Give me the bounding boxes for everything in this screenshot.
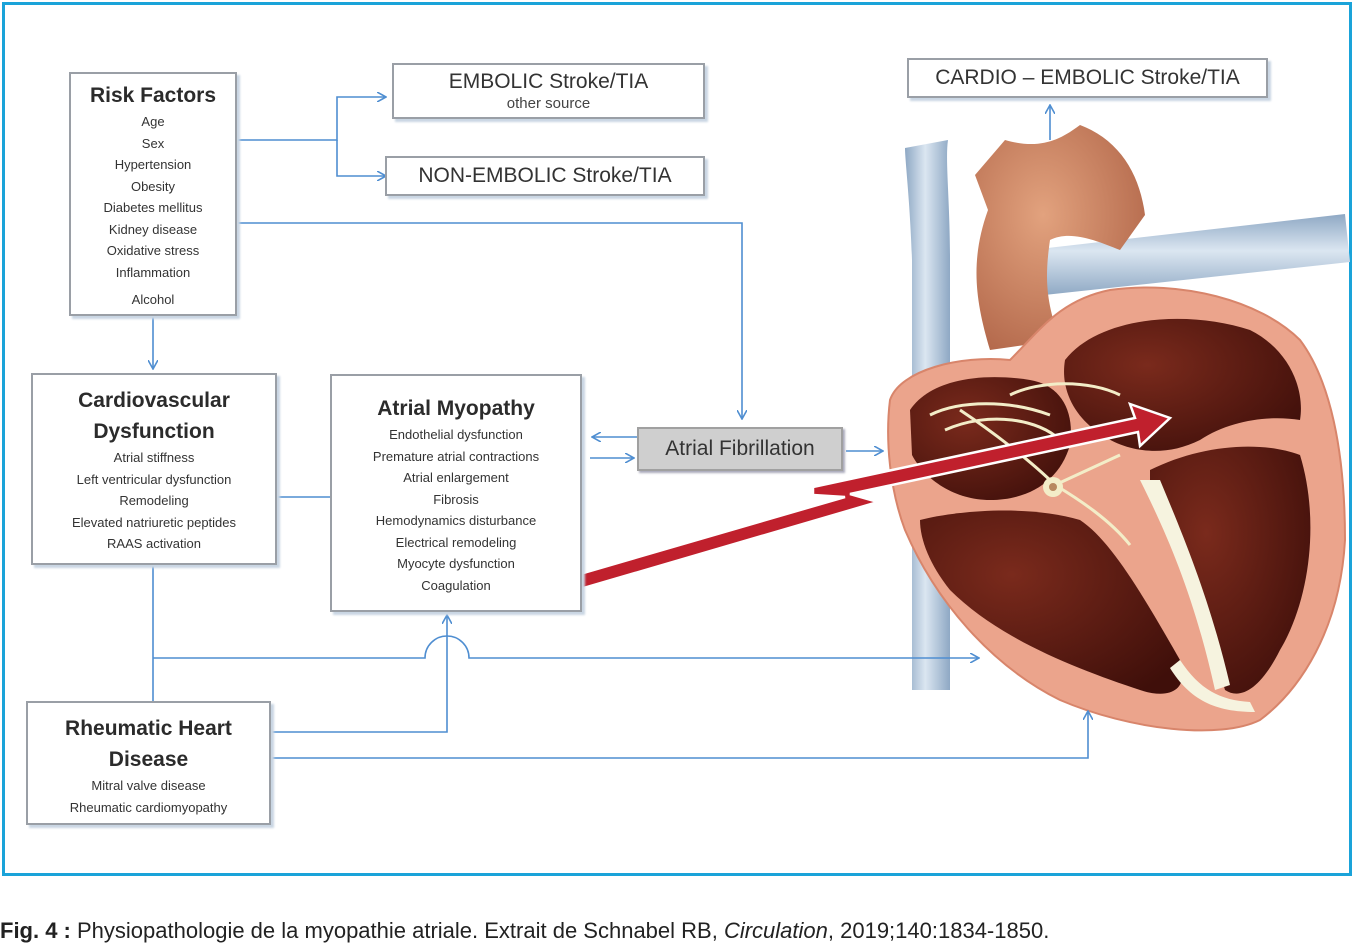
embolic-stroke-box: EMBOLIC Stroke/TIA other source (392, 63, 705, 119)
atrial-myopathy-box: Atrial Myopathy Endothelial dysfunction … (330, 374, 582, 612)
left-ventricle (1150, 446, 1311, 694)
rf-to-embolic (237, 97, 385, 141)
risk-factor-item: Oxidative stress (106, 243, 200, 258)
atrial-myopathy-item: Hemodynamics disturbance (375, 513, 537, 528)
risk-factors-title: Risk Factors (89, 84, 217, 107)
rf-to-af (237, 222, 742, 418)
risk-factor-item: Diabetes mellitus (103, 200, 203, 215)
risk-factor-item: Obesity (130, 178, 176, 194)
atrial-myopathy-item: Coagulation (421, 577, 491, 593)
rhd-to-heart (271, 712, 1088, 759)
cardio-embolic-stroke-box: CARDIO – EMBOLIC Stroke/TIA (907, 58, 1268, 98)
pulmonary-artery (1030, 214, 1350, 296)
risk-factor-item: Sex (141, 135, 165, 151)
rheumatic-title-line1: Rheumatic Heart (65, 717, 232, 740)
atrial-myopathy-item: Myocyte dysfunction (397, 556, 515, 571)
cardiovascular-item: Left ventricular dysfunction (76, 471, 232, 487)
non-embolic-stroke-title: NON-EMBOLIC Stroke/TIA (418, 164, 672, 187)
cardiovascular-item: RAAS activation (107, 536, 201, 551)
cardiovascular-item: Elevated natriuretic peptides (71, 514, 237, 530)
risk-factors-box: Risk Factors Age Sex Hypertension Obesit… (69, 72, 237, 316)
atrial-myopathy-item: Premature atrial contractions (372, 448, 540, 464)
cardio-embolic-stroke-title: CARDIO – EMBOLIC Stroke/TIA (935, 66, 1240, 89)
caption-label: Fig. 4 : (0, 918, 71, 943)
risk-factor-item: Hypertension (114, 157, 192, 172)
atrial-myopathy-item: Electrical remodeling (395, 534, 517, 550)
right-ventricle (920, 510, 1183, 694)
risk-factor-item: Kidney disease (108, 221, 198, 237)
risk-factor-item: Inflammation (115, 264, 191, 280)
rhd-to-am (271, 616, 447, 733)
atrial-fibrillation-label: Atrial Fibrillation (665, 437, 815, 460)
embolic-stroke-sub: other source (506, 95, 591, 112)
caption-text-after: , 2019;140:1834-1850. (827, 918, 1050, 943)
embolic-stroke-title: EMBOLIC Stroke/TIA (448, 70, 649, 93)
risk-factor-item: Age (141, 114, 165, 129)
atrial-myopathy-item: Atrial enlargement (403, 470, 509, 485)
non-embolic-stroke-box: NON-EMBOLIC Stroke/TIA (385, 156, 705, 196)
rheumatic-title-line2: Disease (108, 748, 189, 771)
rheumatic-heart-disease-box: Rheumatic Heart Disease Mitral valve dis… (26, 701, 271, 825)
rf-to-nonembolic (336, 140, 385, 176)
apex-strip (1170, 660, 1255, 712)
atrial-fibrillation-box: Atrial Fibrillation (637, 427, 843, 471)
caption-journal: Circulation (723, 918, 828, 943)
rheumatic-item: Mitral valve disease (91, 778, 206, 793)
red-signal-arrow (564, 401, 1173, 594)
aorta (975, 125, 1145, 350)
atrial-myopathy-title: Atrial Myopathy (377, 397, 535, 420)
atrial-myopathy-item: Fibrosis (433, 491, 479, 507)
cardiovascular-title-line1: Cardiovascular (78, 389, 230, 412)
cv-to-heart (153, 635, 978, 658)
rheumatic-item: Rheumatic cardiomyopathy (69, 799, 228, 815)
figure-caption: Fig. 4 : Physiopathologie de la myopathi… (0, 918, 1359, 944)
atrial-myopathy-item: Endothelial dysfunction (389, 427, 523, 442)
atrium-chamber (1064, 318, 1301, 451)
cardiovascular-item: Remodeling (119, 493, 189, 508)
septum (1140, 480, 1230, 690)
connectors (153, 97, 1088, 759)
cardiovascular-item: Atrial stiffness (113, 450, 195, 465)
risk-factor-item: Alcohol (131, 292, 175, 307)
cardiovascular-dysfunction-box: Cardiovascular Dysfunction Atrial stiffn… (31, 373, 277, 565)
cardiovascular-title-line2: Dysfunction (93, 420, 215, 443)
caption-text-before: Physiopathologie de la myopathie atriale… (70, 918, 724, 943)
